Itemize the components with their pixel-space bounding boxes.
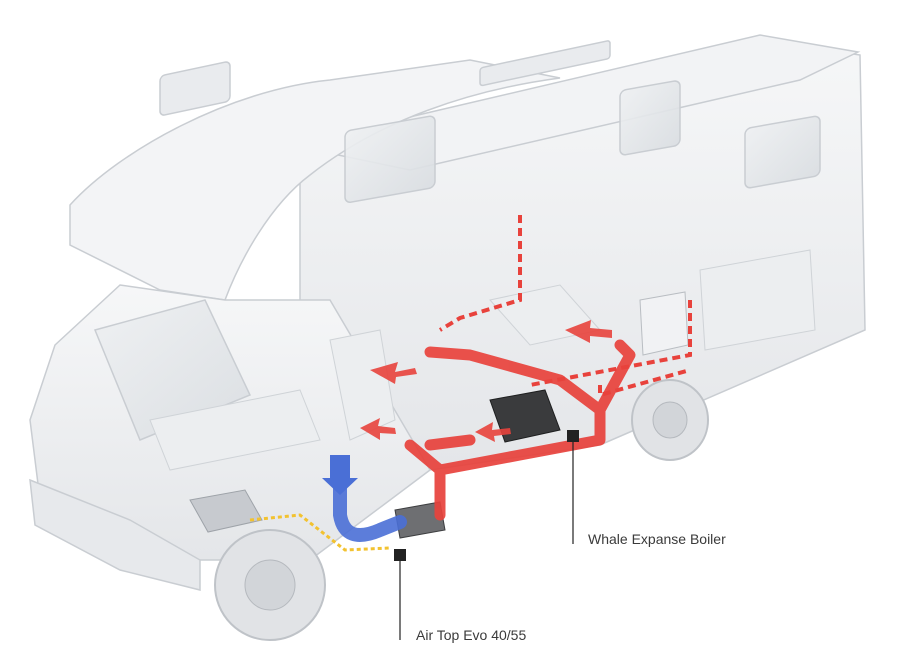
cold-air-duct xyxy=(333,478,407,542)
water-heater-cylinder xyxy=(639,291,689,356)
rooflight-1 xyxy=(159,61,231,116)
wheels xyxy=(214,379,709,641)
air-flow-arrows xyxy=(360,320,612,442)
branch-duct-2 xyxy=(424,434,476,451)
fuel-line xyxy=(249,513,391,552)
branch-duct-1 xyxy=(404,439,446,476)
callout-boiler xyxy=(567,430,579,544)
air-flow-arrow-icon xyxy=(565,320,612,343)
front-bumper xyxy=(29,478,201,591)
air-flow-arrow-icon xyxy=(475,422,511,442)
water-pipe-1 xyxy=(438,215,522,332)
marker-square-icon xyxy=(567,430,579,442)
callout-heater xyxy=(394,549,406,640)
windscreen xyxy=(93,299,252,441)
seat xyxy=(329,329,396,441)
water-pipe-2 xyxy=(529,300,692,387)
air-flow-arrow-icon xyxy=(360,418,396,440)
water-pipe-3 xyxy=(598,368,691,398)
boiler-label: Whale Expanse Boiler xyxy=(588,531,726,547)
kitchen-unit xyxy=(699,249,816,351)
window-2 xyxy=(619,80,681,156)
rooflight-2 xyxy=(479,40,611,87)
marker-square-icon xyxy=(394,549,406,561)
window-3 xyxy=(744,115,821,189)
front-wheel-hub xyxy=(244,559,296,611)
hot-water-pipes xyxy=(438,215,692,398)
fuel-tank xyxy=(189,489,263,533)
window-1 xyxy=(344,115,436,203)
cold-air-inlet-arrow-icon xyxy=(322,455,358,495)
air-flow-arrow-icon xyxy=(370,362,417,384)
rear-wheel-hub xyxy=(652,401,688,439)
dashboard xyxy=(149,389,321,471)
heater-label: Air Top Evo 40/55 xyxy=(416,627,527,643)
interior-furniture xyxy=(149,249,816,471)
overcab-luton xyxy=(69,59,561,301)
main-duct xyxy=(424,346,606,521)
